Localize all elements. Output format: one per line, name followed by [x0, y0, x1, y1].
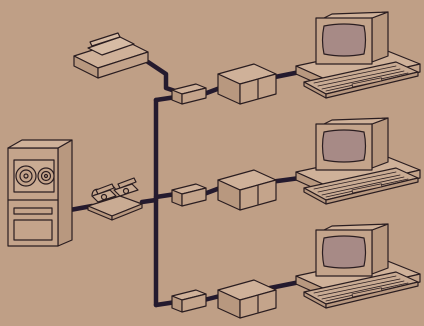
printer-cable — [145, 59, 181, 95]
junction-controller-cable-top — [201, 85, 223, 97]
mainframe-side — [57, 139, 73, 247]
mainframe-door — [13, 219, 53, 241]
controller-terminal-cable-bottom — [267, 279, 303, 291]
tape-reel-left-icon — [15, 165, 37, 187]
monitor-side — [371, 117, 389, 169]
junction-box-middle — [171, 183, 207, 207]
junction-box-bottom — [171, 289, 207, 313]
monitor-screen — [321, 235, 367, 269]
monitor-side — [371, 11, 389, 63]
keyboard-keys — [313, 275, 409, 302]
printer-paper-top — [89, 32, 121, 47]
printer-side — [97, 51, 149, 79]
line-printer — [73, 32, 149, 79]
monitor-side — [371, 223, 389, 275]
junction-controller-cable-middle — [201, 185, 223, 197]
keyboard-keys — [313, 171, 409, 198]
mainframe-tape-drive — [7, 139, 73, 247]
terminal-controller-middle — [217, 169, 277, 211]
monitor-screen — [321, 23, 367, 57]
junction-box-top — [171, 83, 207, 105]
tape-reel-right-icon — [37, 167, 55, 185]
telephone-right-icon — [113, 177, 139, 197]
monitor-screen — [321, 129, 367, 163]
terminal-controller-bottom — [217, 279, 277, 319]
modem-base-front — [111, 203, 143, 221]
computer-terminal-bottom — [295, 223, 421, 309]
telephone-left-icon — [91, 183, 117, 203]
modem-cable — [139, 197, 159, 205]
keyboard-keys — [313, 65, 409, 92]
acoustic-modem — [87, 177, 143, 221]
junction-controller-cable-bottom — [201, 293, 223, 303]
mainframe-vent — [13, 207, 53, 215]
mainframe-top — [7, 139, 73, 149]
computer-terminal-middle — [295, 117, 421, 205]
computer-terminal-top — [295, 11, 421, 99]
terminal-controller-top — [217, 63, 277, 105]
